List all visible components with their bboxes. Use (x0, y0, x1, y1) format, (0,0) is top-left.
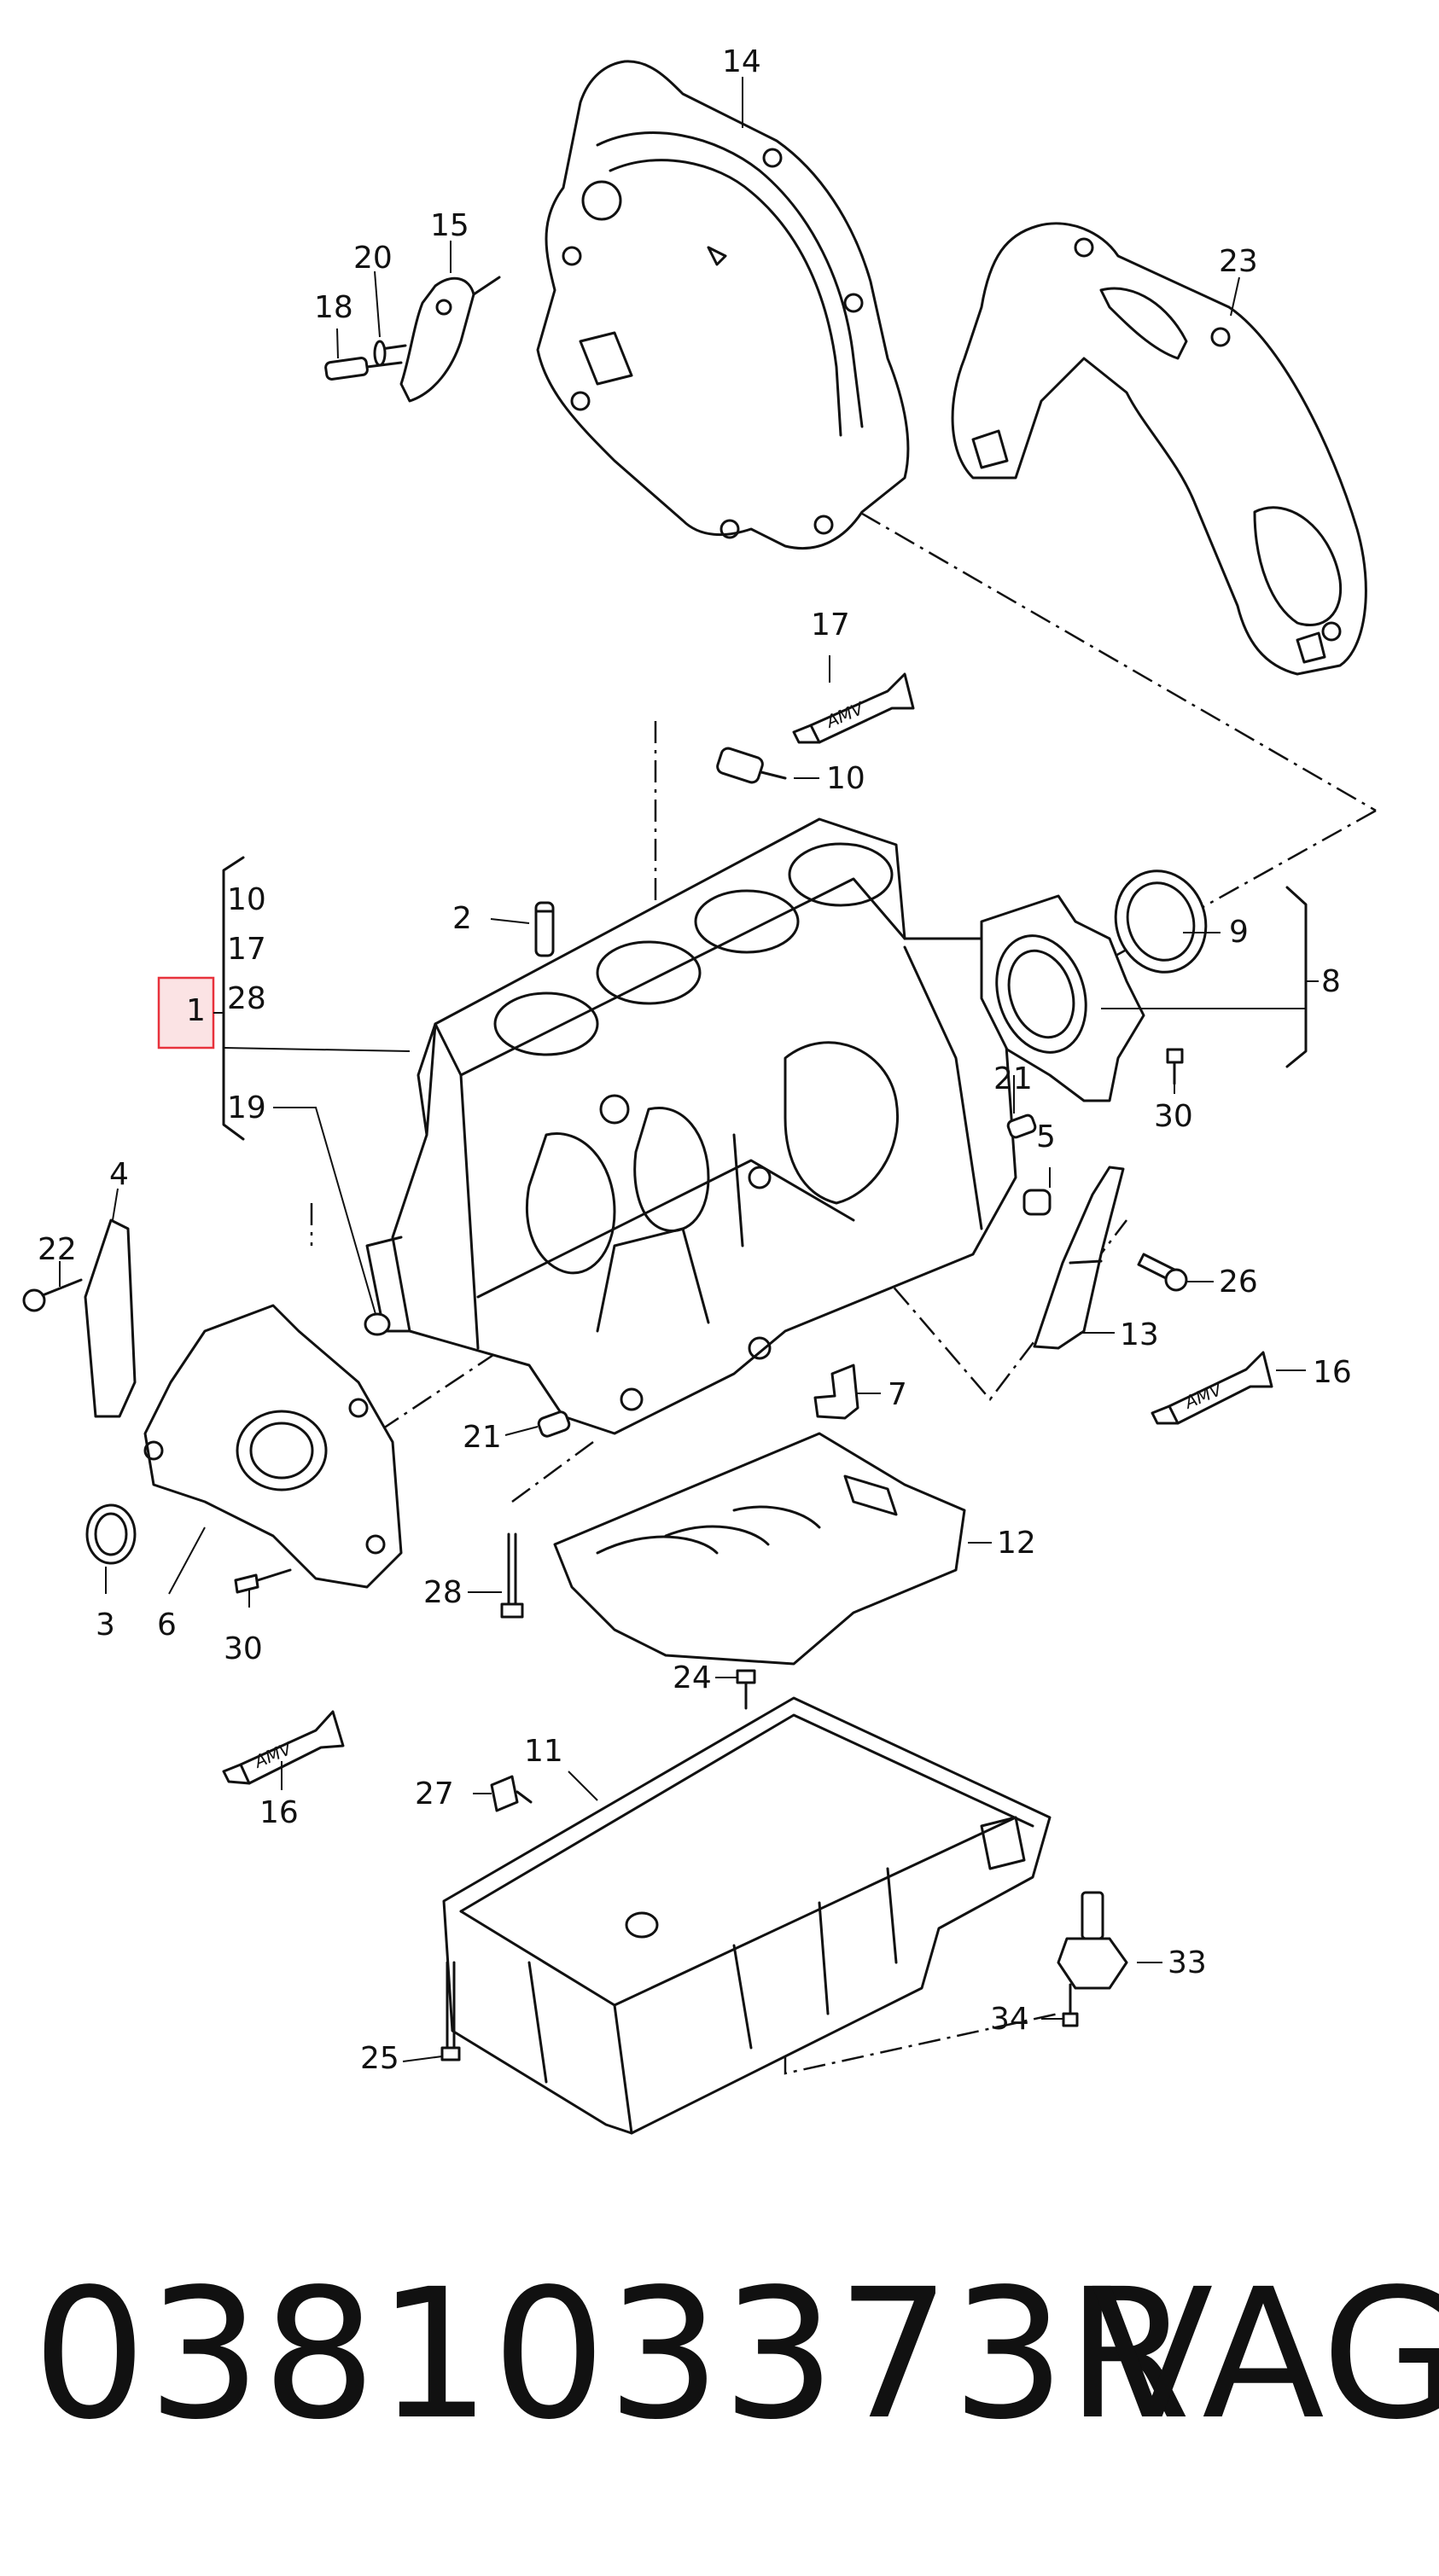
callout-c16a: 16 (1313, 1355, 1352, 1390)
group-1-bracket (213, 856, 411, 1141)
part-1-cylinder-block (365, 817, 1017, 1435)
part-34-bolt (1062, 1983, 1079, 2027)
brand-name: VAG (1091, 2250, 1439, 2459)
part-17-sealant-tube: AMV (792, 672, 915, 744)
callout-c21a: 21 (993, 1061, 1033, 1096)
part-20-washer (373, 340, 387, 367)
part-26-bolt (1137, 1253, 1188, 1292)
part-9-seal-ring (1114, 869, 1208, 974)
part-2-dowel-pin (534, 901, 555, 957)
callout-c4: 4 (109, 1157, 129, 1192)
callout-c27: 27 (415, 1776, 454, 1811)
callout-c24: 24 (673, 1660, 712, 1695)
part-number: 038103373R (32, 2250, 1192, 2459)
part-16-sealant-tube-right: AMV (1151, 1351, 1273, 1425)
callout-c11: 11 (524, 1734, 563, 1769)
callout-c17b: 17 (811, 608, 850, 643)
part-21-pin-upper (1006, 1114, 1037, 1139)
part-3-seal (85, 1503, 137, 1565)
callout-c28a: 28 (227, 981, 266, 1016)
callout-c34: 34 (990, 2002, 1029, 2037)
part-18-bolt (324, 357, 403, 381)
callout-c15: 15 (430, 208, 469, 243)
part-8-seal-flange (980, 894, 1145, 1102)
part-7-oil-spray-jet (813, 1364, 859, 1420)
callout-c23: 23 (1219, 244, 1258, 279)
callout-c17a: 17 (227, 932, 266, 967)
callout-c13: 13 (1120, 1317, 1159, 1352)
callout-c16b: 16 (259, 1795, 299, 1830)
callout-c20: 20 (353, 241, 393, 276)
callout-c22: 22 (38, 1232, 77, 1267)
part-12-baffle-plate (553, 1432, 966, 1666)
part-15-bracket (374, 276, 501, 403)
callout-c30b: 30 (224, 1631, 263, 1666)
part-19-plug (364, 1312, 391, 1336)
callout-c30a: 30 (1154, 1099, 1193, 1134)
part-33-level-sender (1057, 1891, 1128, 1990)
callout-c10b: 10 (826, 761, 865, 796)
exploded-parts-diagram: AMV AMV (22, 44, 1377, 2135)
part-23-gasket-plate (951, 222, 1367, 676)
part-5-bush (1022, 1189, 1052, 1216)
callout-c6: 6 (157, 1608, 177, 1643)
part-25-bolt (440, 1961, 461, 2061)
callout-c3: 3 (96, 1608, 115, 1643)
callout-c10a: 10 (227, 882, 266, 917)
part-30-bolt-right (1166, 1048, 1184, 1085)
callout-c8: 8 (1321, 964, 1341, 999)
callout-c14: 14 (722, 44, 761, 79)
callout-c33: 33 (1168, 1945, 1207, 1980)
part-27-drain-plug (490, 1775, 533, 1812)
callout-c28b: 28 (423, 1575, 463, 1610)
part-10-plug (716, 747, 787, 784)
callout-c21b: 21 (463, 1420, 502, 1455)
callout-c26: 26 (1219, 1265, 1258, 1300)
part-11-oil-pan (442, 1696, 1052, 2135)
callout-c7: 7 (888, 1377, 907, 1412)
part-22-bolt (22, 1278, 83, 1312)
part-4-shield (84, 1218, 137, 1418)
callout-c25: 25 (360, 2041, 399, 2076)
callout-c18: 18 (314, 290, 353, 325)
part-6-front-cover (143, 1304, 403, 1589)
callout-c12: 12 (997, 1526, 1036, 1561)
callout-c9: 9 (1229, 915, 1249, 950)
leader-lines (59, 77, 1306, 2062)
part-14-flywheel-cover-plate (536, 60, 910, 550)
callout-c19: 19 (227, 1090, 266, 1125)
group-8-bracket (1285, 886, 1319, 1068)
part-16-sealant-tube-left: AMV (222, 1710, 345, 1785)
part-28-bolt (500, 1532, 524, 1619)
part-21-pin-lower (537, 1410, 571, 1438)
callout-c1: 1 (186, 993, 206, 1028)
callout-labels: 1234567891010111213141516161717181920212… (38, 44, 1352, 2076)
part-24-bolt (736, 1669, 756, 1710)
callout-c5: 5 (1036, 1119, 1056, 1154)
part-13-dipstick-guide (1033, 1166, 1125, 1350)
footer: 038103373R VAG (0, 2253, 1439, 2474)
callout-c2: 2 (452, 901, 472, 936)
part-30-bolt-left (234, 1568, 292, 1594)
